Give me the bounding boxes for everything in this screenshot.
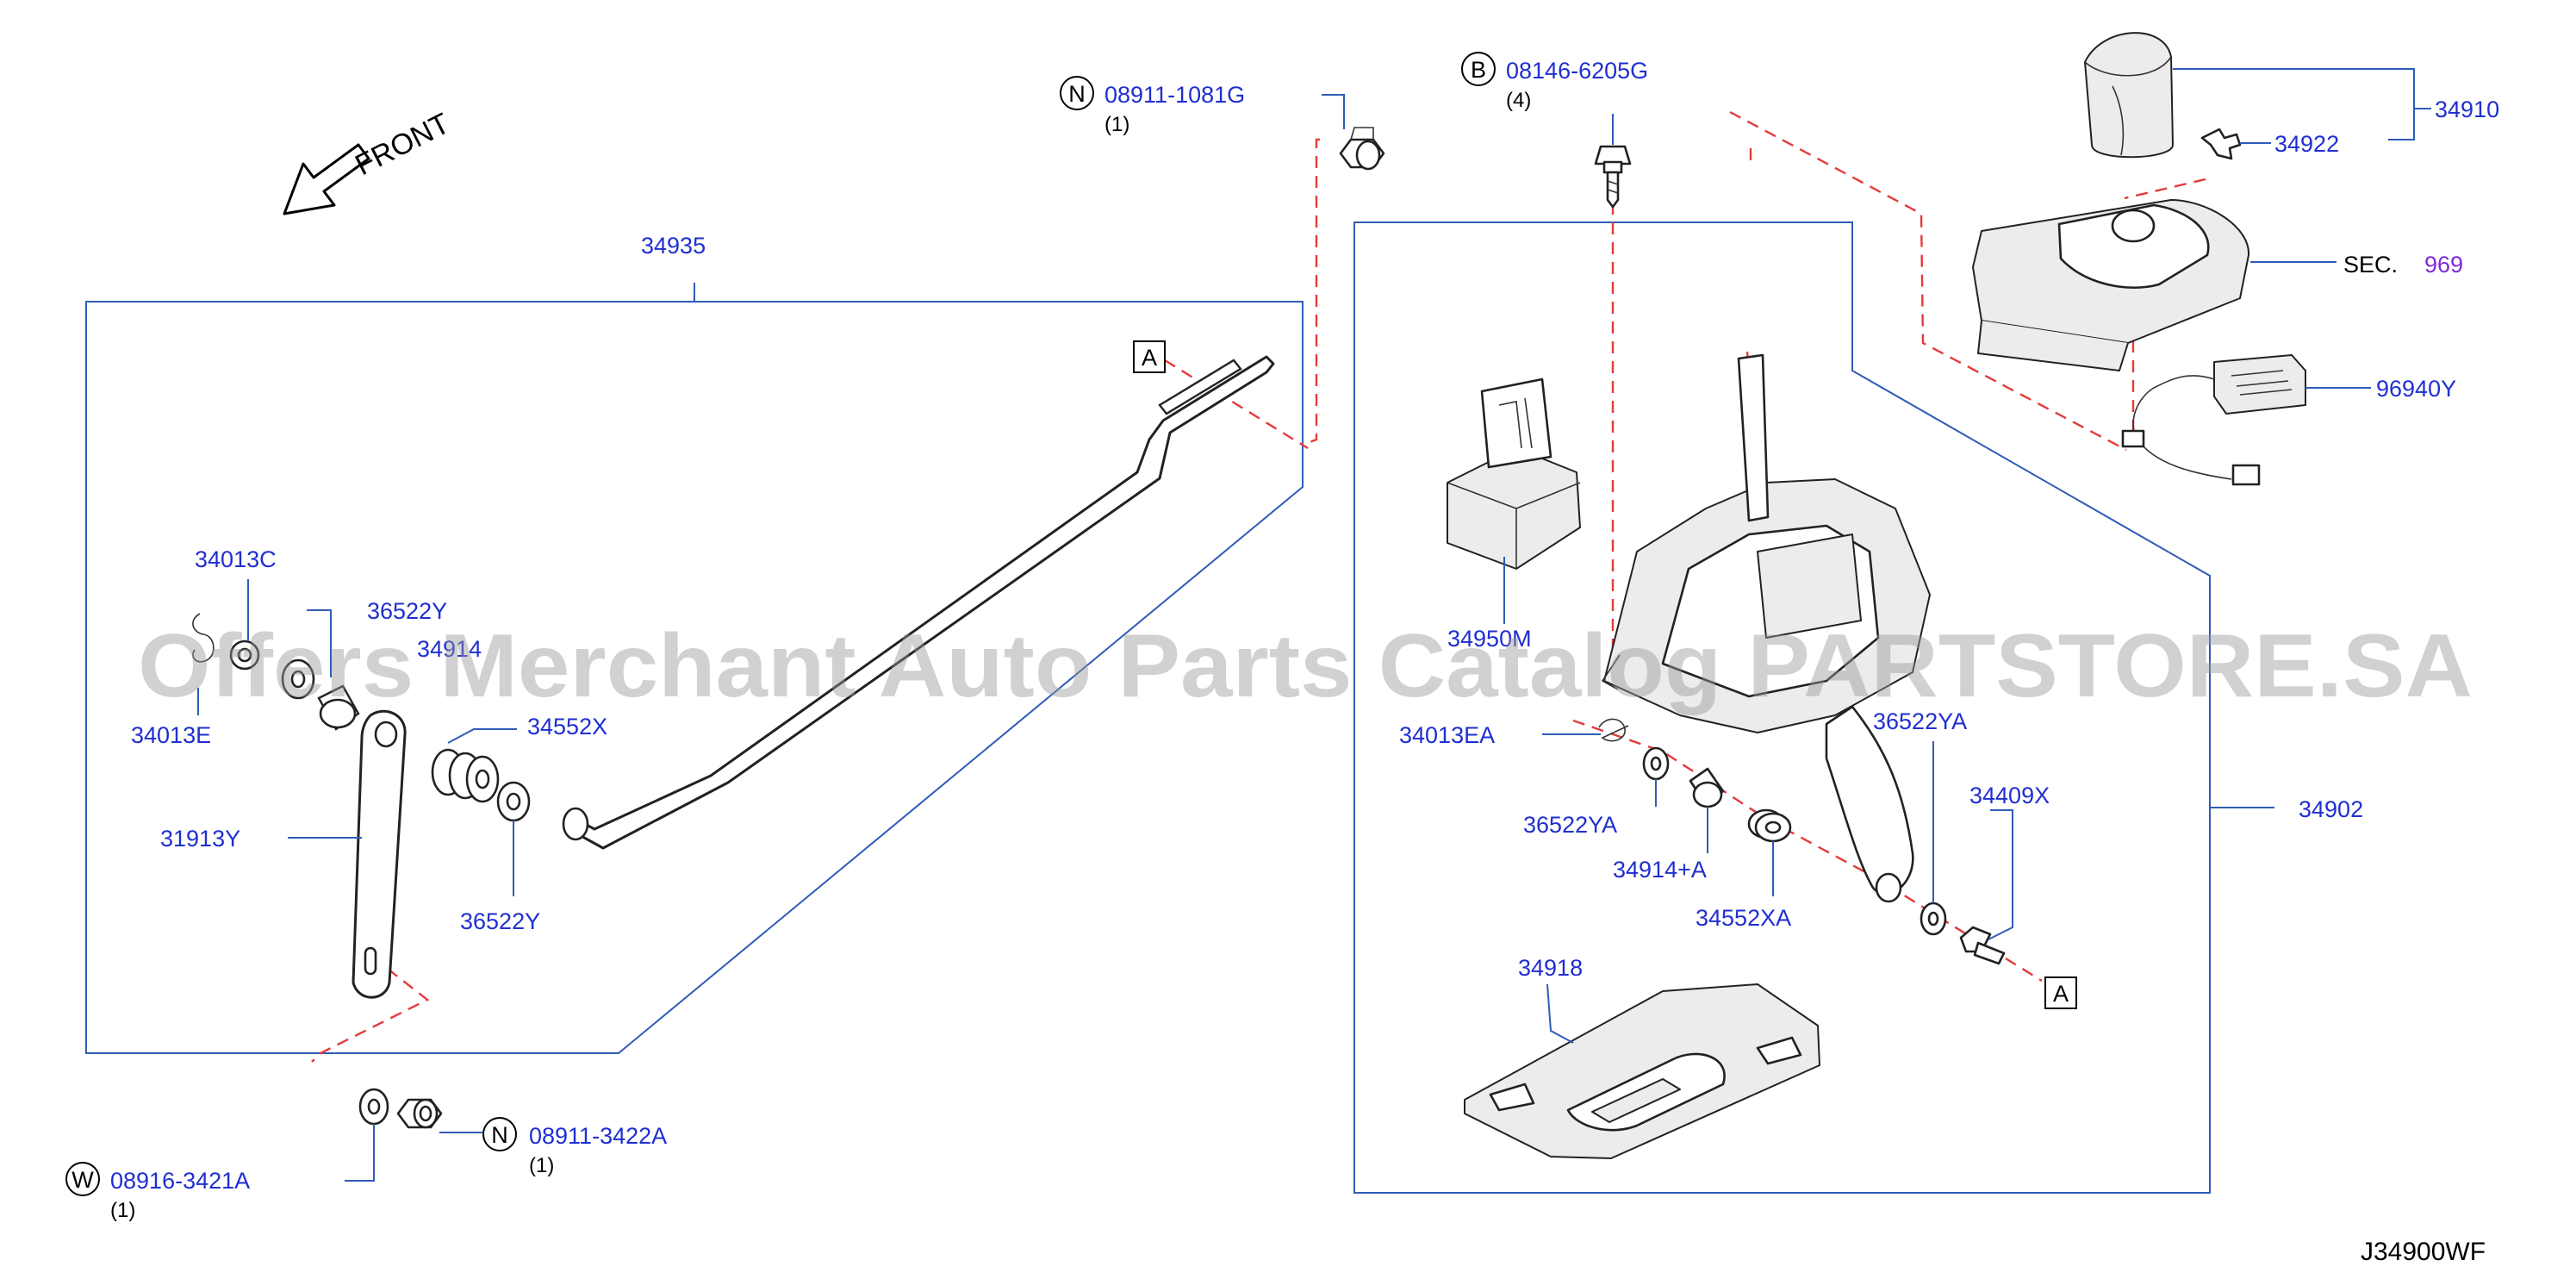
cover-34918-icon xyxy=(1464,983,1820,1159)
washer-36522ya-left-icon xyxy=(1642,746,1670,781)
washer-08916-icon xyxy=(358,1088,389,1126)
callout-qty: (1) xyxy=(1104,113,1129,136)
callout-part-number: 08916-3421A xyxy=(110,1168,250,1194)
section-reference: SEC. 969 xyxy=(2343,252,2463,278)
grommet-34552xa-icon xyxy=(1747,808,1792,843)
callout-prefix: W xyxy=(72,1167,94,1193)
part-label: 96940Y xyxy=(2376,376,2456,402)
part-label: 34914+A xyxy=(1613,857,1707,883)
clip-34013c-icon xyxy=(192,613,260,671)
callout-qty: (1) xyxy=(529,1154,554,1177)
part-label: 36522YA xyxy=(1873,708,1967,734)
front-arrow-icon xyxy=(283,143,370,215)
callout-part-number: 08911-3422A xyxy=(529,1123,667,1149)
shift-knob-34910-icon xyxy=(2084,32,2174,159)
grommet-34552x-icon xyxy=(431,748,500,803)
shift-rod-34935 xyxy=(562,355,1275,850)
bolt-08146-icon xyxy=(1594,145,1632,209)
washer-36522ya-right-icon xyxy=(1920,902,1947,936)
part-label: 36522Y xyxy=(367,598,447,624)
clip-34013ea-icon xyxy=(1598,718,1629,742)
section-number: 969 xyxy=(2424,252,2463,278)
callout-part-number: 08911-1081G xyxy=(1104,82,1245,108)
shifter-34902-icon xyxy=(1601,353,1931,903)
part-label: 34013EA xyxy=(1399,722,1495,748)
part-label: 31913Y xyxy=(160,826,240,852)
part-label: 34935 xyxy=(641,233,706,259)
callout-08911-1081g: N 08911-1081G (1) xyxy=(1060,76,1245,136)
part-label: 34013C xyxy=(195,546,277,572)
callout-prefix: N xyxy=(1068,81,1086,107)
bushing-34914a-icon xyxy=(1689,767,1725,808)
diagram-code: J34900WF xyxy=(2361,1238,2486,1266)
console-finisher-icon xyxy=(1972,199,2250,371)
left-assembly-frame xyxy=(85,283,1304,1054)
callout-prefix: B xyxy=(1471,57,1486,83)
part-label: 34910 xyxy=(2435,97,2499,122)
control-module-34950m-icon xyxy=(1447,377,1581,570)
part-label: 34552XA xyxy=(1696,905,1791,931)
callout-qty: (4) xyxy=(1506,89,1531,112)
right-assembly-frame xyxy=(1353,221,2274,1194)
callout-part-number: 08146-6205G xyxy=(1506,58,1648,84)
part-label: 34950M xyxy=(1447,626,1532,652)
clip-34922-icon xyxy=(2200,128,2242,160)
part-label: 34409X xyxy=(1969,783,2050,808)
part-label: 34918 xyxy=(1518,955,1583,981)
lever-31913y-icon xyxy=(352,709,407,999)
leader-lines xyxy=(197,68,2431,1182)
nut-08911-1081g-icon xyxy=(1339,127,1385,171)
part-labels: 34935 34013C 36522Y 34914 34013E 34552X … xyxy=(131,97,2499,981)
part-label: 34914 xyxy=(417,636,482,662)
callout-08916-3421a: W 08916-3421A (1) xyxy=(65,1162,250,1222)
part-label: 34902 xyxy=(2299,796,2363,822)
nut-08911-3422a-icon xyxy=(396,1098,443,1129)
part-label: 36522Y xyxy=(460,908,540,934)
pin-34409x-icon xyxy=(1959,926,2006,965)
ref-marker-letter: A xyxy=(1142,345,1157,371)
part-label: 34013E xyxy=(131,722,211,748)
section-label: SEC. xyxy=(2343,252,2398,278)
callout-08146-6205g: B 08146-6205G (4) xyxy=(1461,52,1648,112)
switch-96940y-icon xyxy=(2121,354,2306,486)
washer-36522y-lower-icon xyxy=(496,781,531,822)
ref-marker-letter: A xyxy=(2053,981,2069,1007)
ref-marker-a-lower: A xyxy=(2044,976,2077,1009)
ref-marker-a-upper: A xyxy=(1133,340,1166,373)
part-label: 34552X xyxy=(527,714,607,739)
bushing-34914-icon xyxy=(317,684,360,731)
callout-qty: (1) xyxy=(110,1199,135,1222)
callout-prefix: N xyxy=(491,1122,508,1148)
watermark-text: Offers Merchant Auto Parts Catalog PARTS… xyxy=(138,616,2473,716)
part-label: 34922 xyxy=(2274,131,2339,157)
front-label: FRONT xyxy=(350,107,455,182)
part-label: 36522YA xyxy=(1523,812,1617,838)
callout-08911-3422a: N 08911-3422A (1) xyxy=(482,1117,667,1177)
washer-36522y-upper-icon xyxy=(281,658,315,700)
